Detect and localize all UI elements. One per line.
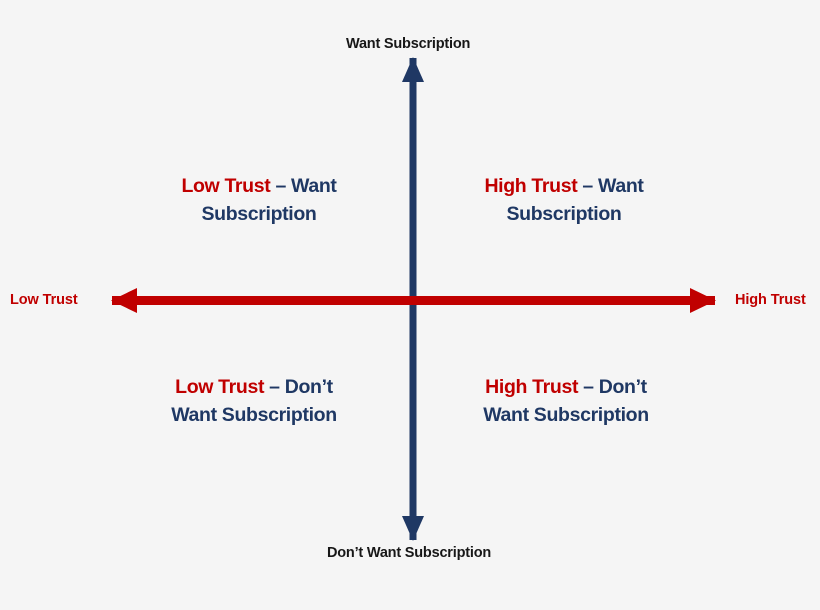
quadrant-low-trust-dont-want-subscription: Low Trust – Don’t Want Subscription <box>114 373 394 430</box>
quadrant-outcome-line1: Don’t <box>284 376 333 398</box>
quadrant-trust-label: Low Trust <box>175 376 265 398</box>
trust-axis-arrow <box>111 288 716 313</box>
quadrant-low-trust-want-subscription: Low Trust – Want Subscription <box>119 172 399 229</box>
subscription-axis-arrow <box>402 57 424 541</box>
quadrant-trust-label: High Trust <box>485 376 579 398</box>
quadrant-outcome-line1: Don’t <box>598 376 647 398</box>
quadrant-high-trust-dont-want-subscription: High Trust – Don’t Want Subscription <box>426 373 706 430</box>
quadrant-outcome-line1: Want <box>598 175 644 197</box>
quadrant-high-trust-want-subscription: High Trust – Want Subscription <box>424 172 704 229</box>
quadrant-outcome-line2: Want Subscription <box>483 404 649 427</box>
axis-label-low-trust: Low Trust <box>10 292 78 308</box>
quadrant-outcome-line1: Want <box>291 175 337 197</box>
quadrant-outcome-line2: Subscription <box>201 203 317 226</box>
quadrant-outcome-line2: Subscription <box>506 203 622 226</box>
quadrant-trust-label: High Trust <box>484 175 578 197</box>
quadrant-separator: – <box>270 175 292 197</box>
quadrant-trust-label: Low Trust <box>181 175 271 197</box>
quadrant-separator: – <box>577 175 598 197</box>
quadrant-separator: – <box>578 376 599 398</box>
quadrant-outcome-line2: Want Subscription <box>171 404 337 427</box>
quadrant-separator: – <box>264 376 285 398</box>
axis-label-want-subscription: Want Subscription <box>346 36 471 52</box>
axis-label-dont-want-subscription: Don’t Want Subscription <box>327 545 492 561</box>
axis-label-high-trust: High Trust <box>735 292 806 308</box>
